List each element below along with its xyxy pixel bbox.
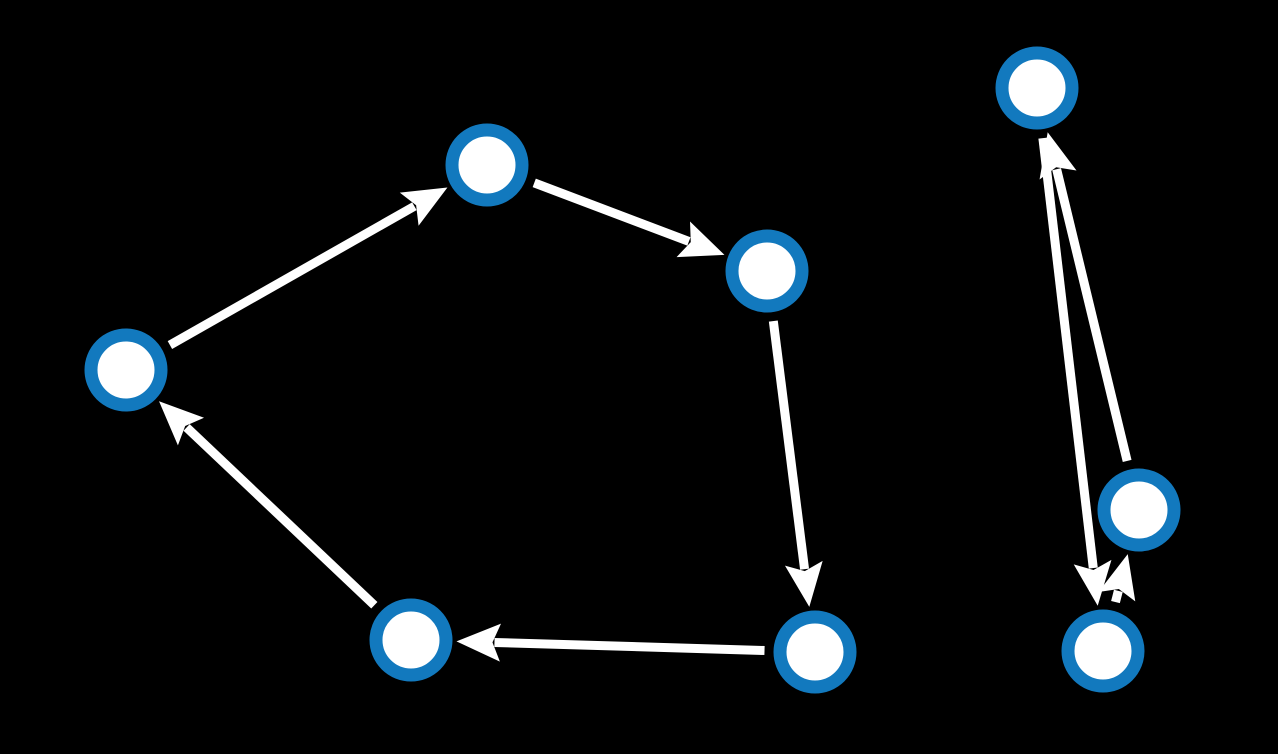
graph-edge-line xyxy=(167,202,417,349)
edge-arrow-head xyxy=(1039,132,1077,180)
graph-edge-line xyxy=(183,424,378,609)
graph-edge-line xyxy=(1111,589,1123,604)
graph-node-circle[interactable] xyxy=(84,328,168,412)
graph-edge-line xyxy=(1038,137,1098,569)
graph-node[interactable] xyxy=(369,598,453,682)
graph-node[interactable] xyxy=(1061,609,1145,693)
graph-node-circle[interactable] xyxy=(773,610,857,694)
graph-node[interactable] xyxy=(445,123,529,207)
graph-node[interactable] xyxy=(84,328,168,412)
graph-node-circle[interactable] xyxy=(445,123,529,207)
graph-node-circle[interactable] xyxy=(369,598,453,682)
edges-layer xyxy=(159,132,1136,662)
graph-node[interactable] xyxy=(995,46,1079,130)
edge-arrow-head xyxy=(676,221,725,258)
graph-edge-line xyxy=(1052,168,1132,462)
edge-arrow-head xyxy=(1098,554,1136,602)
graph-node-circle[interactable] xyxy=(995,46,1079,130)
nodes-layer xyxy=(84,46,1181,694)
edge-arrow-head xyxy=(784,560,823,607)
graph-node-circle[interactable] xyxy=(725,229,809,313)
edge-arrow-head xyxy=(456,623,502,662)
graph-node[interactable] xyxy=(1097,468,1181,552)
graph-node[interactable] xyxy=(773,610,857,694)
edge-arrow-head xyxy=(1073,559,1112,606)
edge-arrow-head xyxy=(399,187,448,226)
graph-edge-line xyxy=(768,320,810,570)
edge-arrow-head xyxy=(159,401,205,446)
graph-node[interactable] xyxy=(725,229,809,313)
graph-edge-line xyxy=(532,178,691,246)
graph-node-circle[interactable] xyxy=(1097,468,1181,552)
graph-edge-line xyxy=(494,637,765,655)
graph-node-circle[interactable] xyxy=(1061,609,1145,693)
